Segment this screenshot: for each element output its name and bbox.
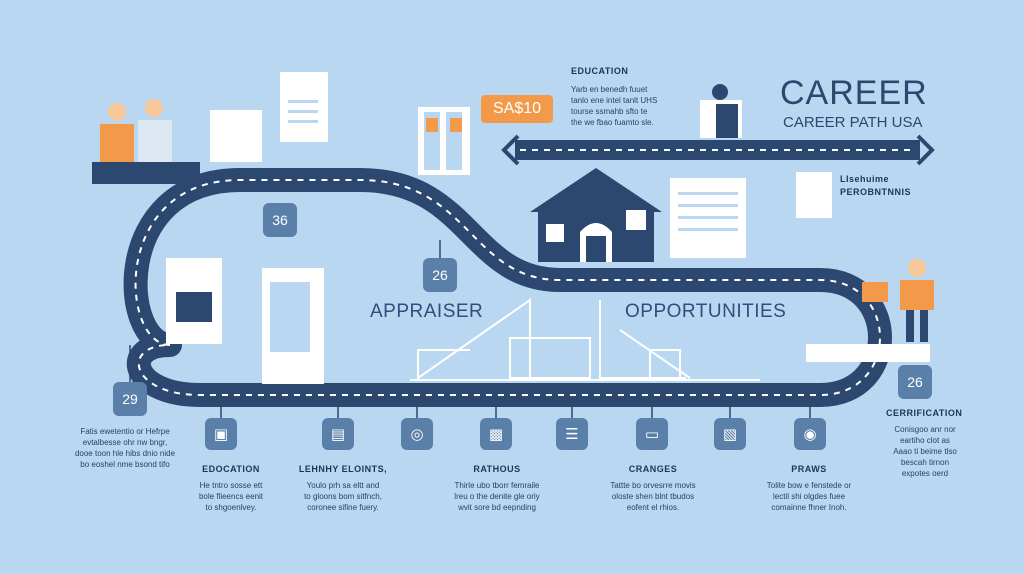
- bag-icon: ◉: [794, 418, 826, 450]
- badge-36: 36: [263, 203, 297, 237]
- step-line: He tntro sosse ett: [199, 481, 263, 490]
- badge-26: 26: [423, 258, 457, 292]
- step-title: PRAWS: [791, 464, 827, 474]
- step-body: Youlo prh sa eltt and to gloons bom sitf…: [288, 480, 398, 513]
- certification-line: Aaao ti beime tlso: [893, 447, 957, 456]
- window-icon: ▩: [480, 418, 512, 450]
- badge-26-right: 26: [898, 365, 932, 399]
- badge-29: 29: [113, 382, 147, 416]
- left-note-line: bo eoshel nme bsond tifo: [80, 460, 170, 469]
- stack-icon: ▭: [636, 418, 668, 450]
- left-note-line: Fatis ewetentio or Hefrpe: [80, 427, 170, 436]
- right-note-line: LIsehuime: [840, 174, 890, 184]
- step-body: He tntro sosse ett bole flieencs eenit t…: [176, 480, 286, 513]
- certification-heading: CERRIFICATION: [886, 408, 963, 418]
- step-line: to gloons bom sitfnch,: [304, 492, 382, 501]
- left-note-line: evtalbesse ohr nw bngr,: [82, 438, 168, 447]
- top-note-heading: EDUCATION: [571, 66, 629, 76]
- step-line: Thirle ubo tborr femraile: [454, 481, 540, 490]
- left-note-line: dooe toon hle hibs dnio nide: [74, 449, 176, 458]
- top-note-line: Yarb en benedh fuuet: [571, 85, 648, 94]
- step-line: wvit sore bd eepnding: [458, 503, 536, 512]
- certification-line: eartiho clot as: [900, 436, 950, 445]
- certification-line: expotes oerd: [901, 469, 949, 478]
- step-line: lectil shi olgdes fuee: [772, 492, 846, 501]
- step-title: CRANGES: [628, 464, 678, 474]
- step-body: Tattte bo orvesrre movis oloste shen bln…: [598, 480, 708, 513]
- page-title: CAREER: [780, 74, 928, 112]
- top-note-body: Yarb en benedh fuuet tanlo ene intel tan…: [571, 84, 691, 128]
- step-body: Thirle ubo tborr femraile lreu o the den…: [442, 480, 552, 513]
- page-subtitle: CAREER PATH USA: [783, 114, 923, 131]
- box-icon: ▣: [205, 418, 237, 450]
- road: [123, 168, 892, 407]
- step-line: Tattte bo orvesrre movis: [610, 481, 696, 490]
- top-note-line: tanlo ene intel tanlt UHS: [571, 96, 658, 105]
- top-note-line: the we fbao fuamto sle.: [571, 118, 654, 127]
- left-note: Fatis ewetentio or Hefrpe evtalbesse ohr…: [60, 426, 190, 470]
- right-note-line: PEROBNTNNIS: [840, 187, 912, 197]
- step-line: Youlo prh sa eltt and: [306, 481, 380, 490]
- book-icon: ☰: [556, 418, 588, 450]
- certification-line: Conisgoo anr nor: [894, 425, 956, 434]
- step-line: eofent el rhios.: [626, 503, 680, 512]
- person-top: [712, 84, 738, 138]
- step-line: lreu o the denite gle oriy: [454, 492, 540, 501]
- step-line: Tolite bow e fenstede or: [766, 481, 852, 490]
- chart-icon: ▤: [322, 418, 354, 450]
- step-line: oloste shen blnt tbudos: [611, 492, 695, 501]
- desk-icon: ▧: [714, 418, 746, 450]
- opportunities-label: OPPORTUNITIES: [625, 301, 787, 322]
- step-title: RATHOUS: [473, 464, 521, 474]
- top-note-line: tourse ssmahb sfto te: [571, 107, 648, 116]
- certification-body: Conisgoo anr nor eartiho clot as Aaao ti…: [880, 424, 970, 479]
- step-body: Tolite bow e fenstede or lectil shi olgd…: [754, 480, 864, 513]
- step-line: bole flieencs eenit: [198, 492, 264, 501]
- step-title: EDOCATION: [202, 464, 260, 474]
- target-icon: ◎: [401, 418, 433, 450]
- step-line: coronee sifine fuery.: [307, 503, 379, 512]
- price-tag: SA$10: [481, 95, 553, 123]
- step-line: to shgoenlvey.: [205, 503, 257, 512]
- person-right: [862, 259, 934, 342]
- step-title: LEHNHY ELOINTS,: [298, 464, 388, 474]
- certification-line: bescah tirnon: [900, 458, 950, 467]
- appraiser-label: APPRAISER: [370, 301, 484, 322]
- house-illustration: [530, 168, 662, 262]
- people-left: [100, 99, 172, 162]
- step-line: comainne fhner Inoh.: [771, 503, 847, 512]
